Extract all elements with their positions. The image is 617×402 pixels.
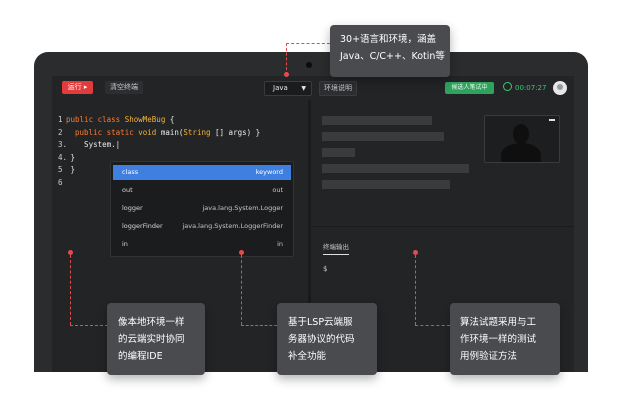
callout-line: 补全功能 xyxy=(288,351,327,362)
terminal-prompt: $ xyxy=(323,265,328,273)
language-select[interactable]: Java ▼ xyxy=(264,81,312,96)
connector-line xyxy=(241,255,242,325)
minimize-icon[interactable] xyxy=(549,119,555,121)
code-line[interactable]: 6 xyxy=(58,177,260,190)
code-token: { xyxy=(165,115,175,124)
person-silhouette xyxy=(513,124,529,144)
code-token: System.| xyxy=(66,140,121,149)
callout-line: 基于LSP云端服 xyxy=(288,317,353,328)
autocomplete-type: in xyxy=(277,240,283,248)
chevron-down-icon: ▼ xyxy=(301,85,306,92)
autocomplete-type: java.lang.System.Logger xyxy=(202,204,284,212)
callout-line: 30+语言和环境，涵盖 xyxy=(340,34,437,45)
marker-dot xyxy=(68,250,73,255)
code-line[interactable]: 3. System.| xyxy=(58,139,260,152)
code-line[interactable]: 4. } xyxy=(58,152,260,165)
terminal-tab[interactable]: 终端输出 xyxy=(323,243,349,251)
video-window[interactable] xyxy=(484,115,560,163)
pane-divider[interactable] xyxy=(308,100,311,372)
avatar[interactable] xyxy=(553,81,567,95)
autocomplete-label: loggerFinder xyxy=(122,222,163,230)
line-number: 6 xyxy=(58,177,63,187)
placeholder-line xyxy=(322,132,444,141)
person-silhouette-body xyxy=(501,143,541,162)
connector-line xyxy=(70,255,71,325)
environment-info-button[interactable]: 环境说明 xyxy=(319,81,357,96)
callout-languages: 30+语言和环境，涵盖 Java、C/C++、Kotin等 xyxy=(330,25,450,77)
run-button[interactable]: 运行 ▸ xyxy=(62,81,93,94)
code-token: ShowMeBug xyxy=(124,115,166,124)
placeholder-line xyxy=(322,116,432,125)
callout-ide: 像本地环境一样 的云端实时协同 的编程IDE xyxy=(107,303,205,375)
callout-line: 像本地环境一样 xyxy=(118,317,185,328)
code-token: public static xyxy=(75,127,139,137)
language-value: Java xyxy=(273,84,288,92)
placeholder-line xyxy=(322,180,450,189)
connector-line xyxy=(70,325,108,326)
autocomplete-item[interactable]: out out xyxy=(113,183,291,198)
code-token: public class xyxy=(66,115,125,124)
connector-line xyxy=(415,255,416,325)
code-token xyxy=(66,128,75,137)
autocomplete-item[interactable]: logger java.lang.System.Logger xyxy=(113,201,291,216)
connector-line xyxy=(241,325,277,326)
marker-dot xyxy=(413,250,418,255)
timer-value: 00:07:27 xyxy=(515,84,547,92)
autocomplete-item[interactable]: loggerFinder java.lang.System.LoggerFinde… xyxy=(113,219,291,234)
autocomplete-item[interactable]: in in xyxy=(113,237,291,252)
code-token: } xyxy=(66,152,76,162)
status-badge: 候选人笔试中 xyxy=(445,82,494,94)
placeholder-line xyxy=(322,148,355,157)
autocomplete-label: out xyxy=(122,186,133,194)
code-token: String xyxy=(183,127,211,137)
toolbar: 运行 ▸ 清空终端 Java ▼ 环境说明 候选人笔试中 00:07:27 xyxy=(52,76,574,100)
timer: 00:07:27 xyxy=(503,82,546,94)
autocomplete-type: out xyxy=(272,186,283,194)
camera-icon xyxy=(306,62,312,68)
terminal-tab-underline xyxy=(323,254,349,255)
connector-line xyxy=(286,43,287,75)
autocomplete-popup: class keyword out out logger java.lang.System… xyxy=(110,161,294,257)
autocomplete-label: in xyxy=(122,240,128,248)
callout-line: 用例验证方法 xyxy=(460,351,518,362)
callout-lsp: 基于LSP云端服 务器协议的代码 补全功能 xyxy=(277,303,377,375)
line-number: 4. xyxy=(58,152,68,162)
line-number: 5 xyxy=(58,165,63,174)
code-token: void xyxy=(138,127,161,137)
connector-line xyxy=(415,325,450,326)
connector-line xyxy=(286,43,330,44)
callout-line: 算法试题采用与工 xyxy=(460,317,537,328)
code-line[interactable]: 5 } xyxy=(58,164,260,177)
autocomplete-type: java.lang.System.LoggerFinder xyxy=(182,222,284,230)
line-number: 2 xyxy=(58,127,63,137)
code-line[interactable]: 2 public static void main(String [] args… xyxy=(58,127,260,140)
callout-line: 务器协议的代码 xyxy=(288,334,355,345)
placeholder-line xyxy=(322,164,469,173)
callout-line: 的编程IDE xyxy=(118,351,163,362)
callout-line: 作环境一样的测试 xyxy=(460,334,537,345)
code-token: [] args) } xyxy=(210,127,261,137)
callout-line: 的云端实时协同 xyxy=(118,334,185,345)
autocomplete-label: class xyxy=(122,168,139,176)
autocomplete-item[interactable]: class keyword xyxy=(113,165,291,180)
autocomplete-type: keyword xyxy=(255,168,283,176)
clear-terminal-button[interactable]: 清空终端 xyxy=(105,81,143,94)
code-token: } xyxy=(66,165,76,174)
terminal-separator xyxy=(311,226,574,227)
line-number: 1 xyxy=(58,115,63,124)
callout-tests: 算法试题采用与工 作环境一样的测试 用例验证方法 xyxy=(450,303,560,375)
marker-dot xyxy=(239,250,244,255)
marker-dot xyxy=(284,72,289,77)
line-number: 3. xyxy=(58,140,68,149)
code-token: main( xyxy=(160,127,184,137)
clock-icon xyxy=(503,82,512,91)
callout-line: Java、C/C++、Kotin等 xyxy=(340,51,445,62)
autocomplete-label: logger xyxy=(122,204,143,212)
